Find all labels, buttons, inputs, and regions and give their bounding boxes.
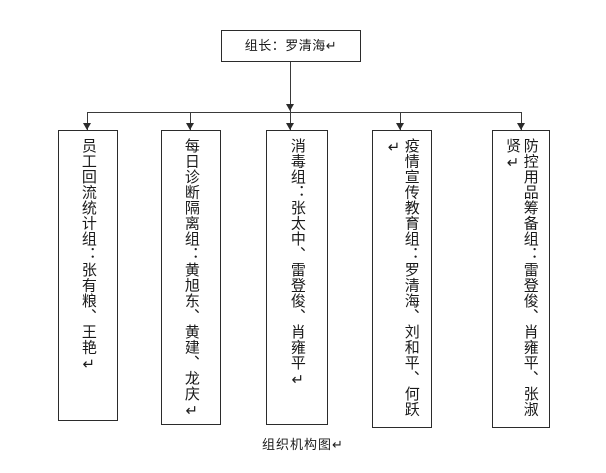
root-node-label: 组长：罗清海↵ — [244, 38, 338, 54]
department-label-3: 消毒组：张太中、雷登俊、肖雍平↵ — [288, 138, 307, 389]
connector-branch-3 — [290, 112, 291, 130]
department-label-4: 疫情宣传教育组：罗清海、刘和平、何跃↵ — [385, 138, 421, 417]
department-box-4[interactable]: 疫情宣传教育组：罗清海、刘和平、何跃↵ — [372, 130, 432, 428]
department-box-5[interactable]: 防控用品筹备组：雷登俊、肖雍平、张淑贤↵ — [492, 130, 550, 428]
arrowhead-branch-2 — [186, 123, 194, 130]
department-label-5: 防控用品筹备组：雷登俊、肖雍平、张淑贤↵ — [504, 138, 540, 417]
connector-horizontal-bus — [87, 112, 521, 113]
arrowhead-root-stem — [286, 104, 294, 111]
department-label-2: 每日诊断隔离组：黄旭东、黄建、龙庆↵ — [182, 138, 201, 420]
department-label-1: 员工回流统计组：张有粮、王艳↵ — [79, 138, 98, 374]
arrowhead-branch-3 — [286, 123, 294, 130]
connector-root-stem — [290, 62, 291, 112]
connector-branch-4 — [400, 112, 401, 130]
connector-branch-1 — [87, 112, 88, 130]
arrowhead-branch-4 — [396, 123, 404, 130]
root-node-box[interactable]: 组长：罗清海↵ — [221, 30, 361, 62]
department-box-1[interactable]: 员工回流统计组：张有粮、王艳↵ — [58, 130, 118, 421]
arrowhead-branch-5 — [517, 123, 525, 130]
connector-branch-5 — [521, 112, 522, 130]
arrowhead-branch-1 — [83, 123, 91, 130]
department-box-2[interactable]: 每日诊断隔离组：黄旭东、黄建、龙庆↵ — [161, 130, 221, 425]
department-box-3[interactable]: 消毒组：张太中、雷登俊、肖雍平↵ — [266, 130, 328, 425]
connector-branch-2 — [190, 112, 191, 130]
diagram-caption: 组织机构图↵ — [262, 438, 344, 453]
